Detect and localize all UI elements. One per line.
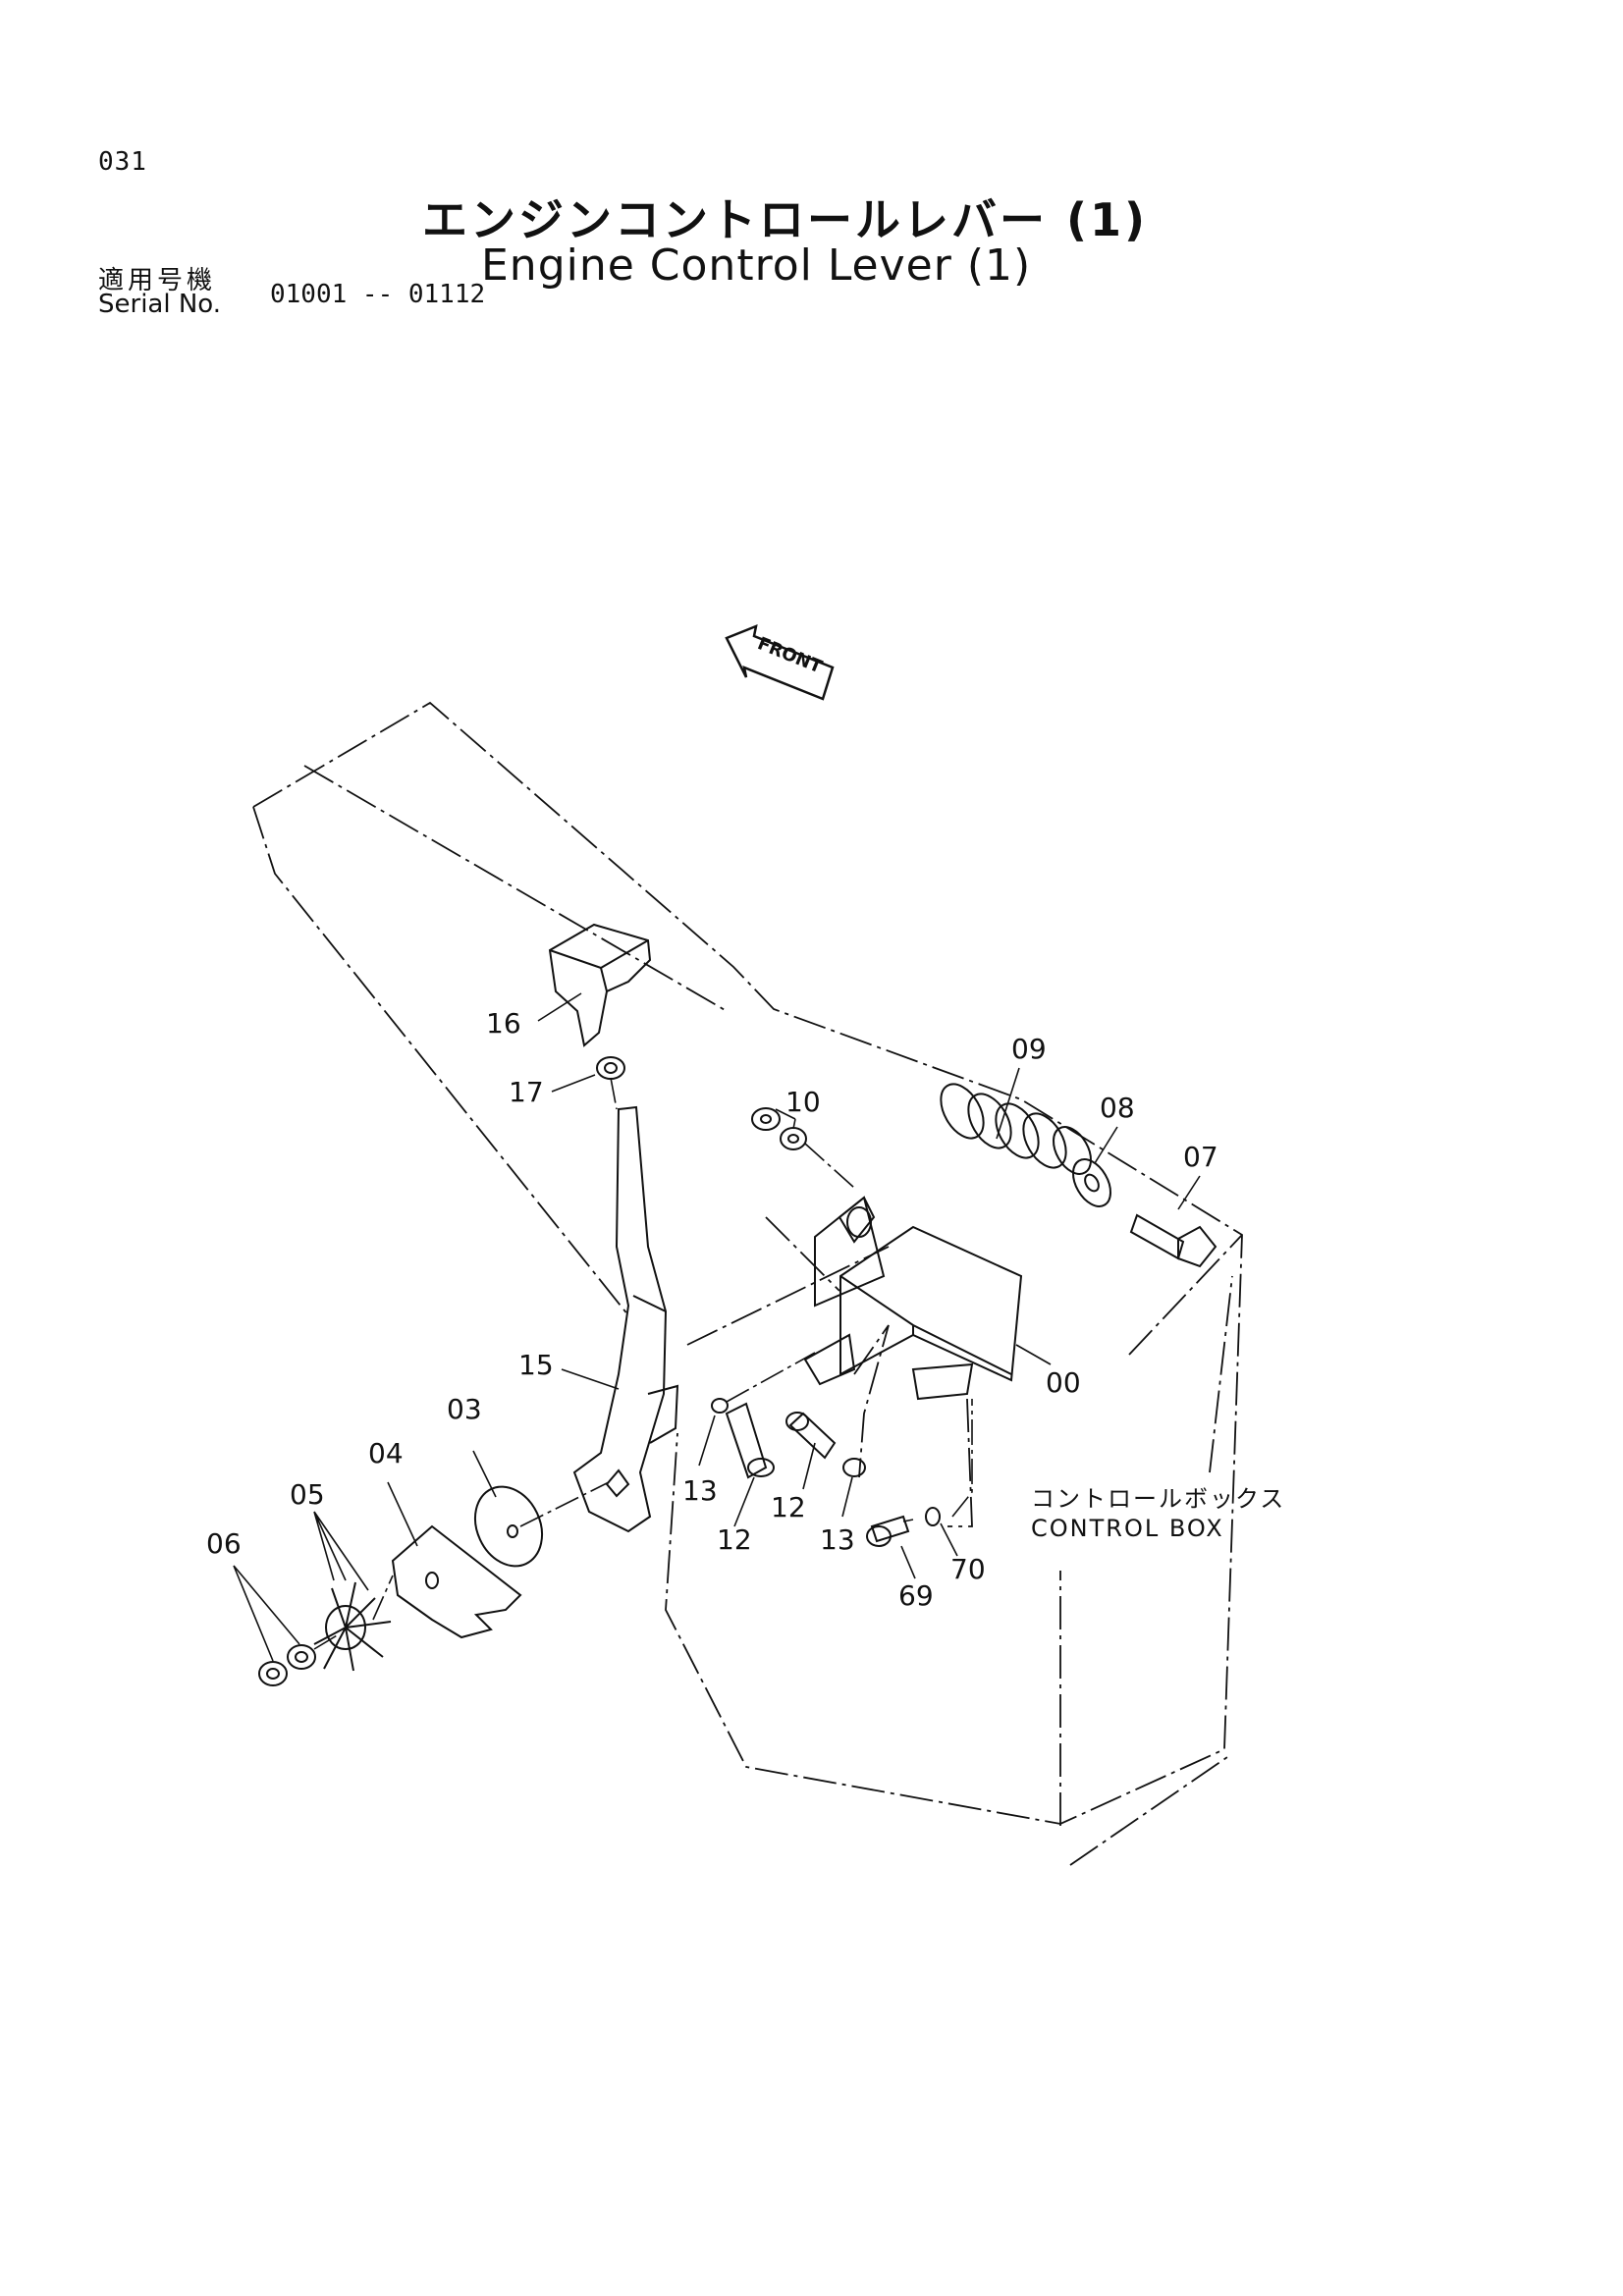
serial-label-japanese: 適用号機 xyxy=(98,266,217,295)
serial-label-english: Serial No. xyxy=(98,290,221,319)
nuts-part-13 xyxy=(711,1398,866,1477)
spring-part-09 xyxy=(940,1083,1092,1175)
callout-17: 17 xyxy=(509,1076,544,1108)
nuts-part-06 xyxy=(258,1644,316,1686)
callout-16: 16 xyxy=(486,1007,521,1040)
callout-04: 04 xyxy=(368,1437,404,1469)
callout-labels: 00 03 04 05 06 07 08 09 10 12 12 13 13 1… xyxy=(206,1007,1285,1612)
serial-range: 01001 -- 01112 xyxy=(270,280,486,309)
callout-08: 08 xyxy=(1100,1092,1135,1124)
callout-05: 05 xyxy=(290,1478,325,1511)
front-arrow-label: FRONT xyxy=(754,633,825,678)
callout-15: 15 xyxy=(518,1349,554,1381)
callout-00: 00 xyxy=(1046,1366,1081,1399)
callout-03: 03 xyxy=(447,1393,482,1425)
leader-lines xyxy=(233,992,1201,1662)
title-japanese: エンジンコントロールレバー (1) xyxy=(422,193,1149,246)
bracket-part-00 xyxy=(803,1196,1023,1401)
console-outline xyxy=(252,701,1243,1866)
title-english: Engine Control Lever (1) xyxy=(481,240,1032,291)
callout-12b: 12 xyxy=(717,1523,752,1556)
callout-69: 69 xyxy=(898,1579,934,1612)
callout-12a: 12 xyxy=(771,1491,806,1523)
star-washer-part-05 xyxy=(313,1581,392,1672)
knob-part-16 xyxy=(548,923,652,1047)
plate-part-04 xyxy=(391,1524,522,1639)
callout-09: 09 xyxy=(1011,1033,1047,1065)
washer-part-70 xyxy=(925,1507,941,1526)
callout-70: 70 xyxy=(950,1553,986,1585)
callout-13b: 13 xyxy=(820,1523,855,1556)
bolt-part-07 xyxy=(1129,1213,1217,1268)
lever-part-15 xyxy=(572,1105,679,1533)
assembly-lines xyxy=(313,1077,973,1650)
callout-06: 06 xyxy=(206,1527,242,1560)
callout-10: 10 xyxy=(785,1086,821,1118)
bolts-part-12 xyxy=(725,1402,910,1547)
front-arrow: FRONT xyxy=(725,623,835,701)
control-box-label-english: CONTROL BOX xyxy=(1031,1515,1224,1542)
nut-part-17 xyxy=(596,1056,625,1080)
page-number: 031 xyxy=(98,147,147,177)
washer-part-08 xyxy=(1072,1158,1111,1207)
callout-13a: 13 xyxy=(682,1474,718,1507)
control-box-label-japanese: コントロールボックス xyxy=(1031,1485,1285,1513)
callout-07: 07 xyxy=(1183,1141,1218,1173)
